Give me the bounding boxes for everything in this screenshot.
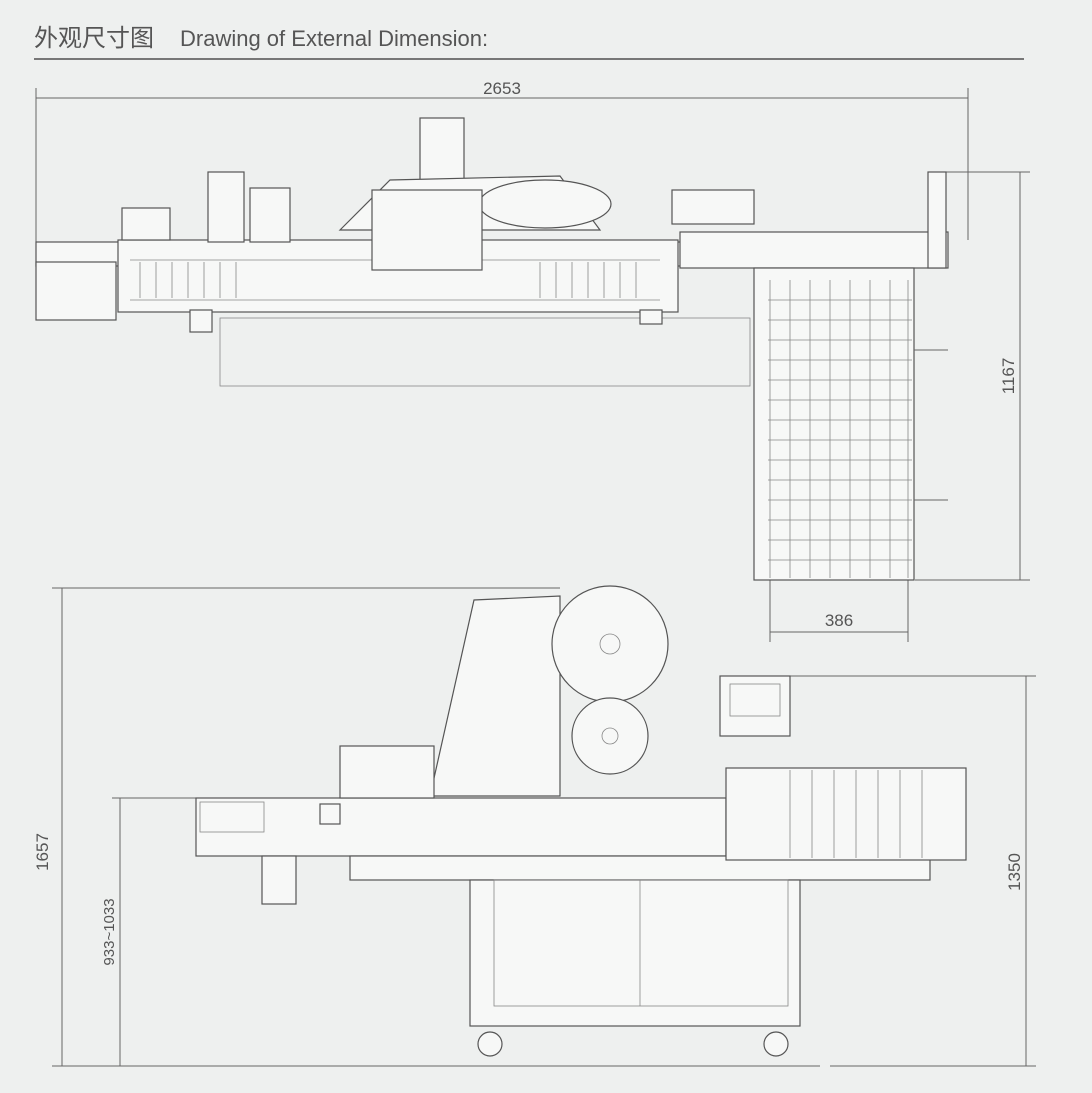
dimension-label-933-1033: 933~1033	[101, 898, 118, 965]
dimension-label-1350: 1350	[1005, 853, 1024, 891]
drawing-title: 外观尺寸图 Drawing of External Dimension:	[34, 18, 488, 53]
title-chinese: 外观尺寸图	[34, 25, 154, 52]
front-view: 1657 933~1033 1350	[33, 585, 1036, 1067]
title-english: Drawing of External Dimension:	[180, 26, 489, 51]
dimension-label-386: 386	[825, 611, 853, 630]
dimension-width: 1167	[915, 171, 1030, 581]
dimension-working-height: 933~1033	[101, 797, 200, 1066]
dimension-conveyor: 386	[769, 580, 909, 642]
dimension-label-1657: 1657	[33, 833, 52, 871]
top-view: 2653 1167 386	[35, 79, 1030, 642]
title-divider	[34, 58, 1024, 60]
dimension-length: 2653	[35, 79, 969, 320]
dimension-overall-height: 1657	[33, 587, 820, 1067]
dimension-label-1167: 1167	[999, 358, 1018, 395]
dimension-conveyor-height: 1350	[790, 675, 1036, 1067]
dimension-label-2653: 2653	[483, 79, 521, 98]
